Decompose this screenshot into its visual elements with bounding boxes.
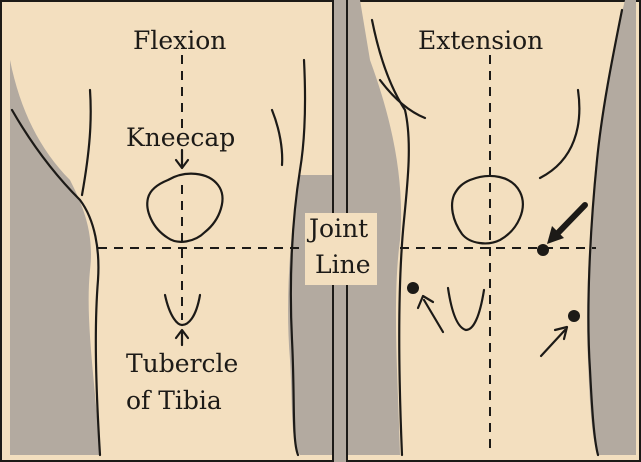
tubercle-label-line1: Tubercle — [126, 350, 238, 378]
joint-label-line2: Line — [315, 251, 371, 279]
tubercle-label-line2: of Tibia — [126, 387, 222, 415]
joint-label-box: Joint Line — [305, 213, 377, 285]
kneecap-label: Kneecap — [126, 124, 235, 152]
joint-label-line1: Joint — [309, 215, 368, 243]
extension-title: Extension — [418, 27, 543, 55]
flexion-title: Flexion — [133, 27, 226, 55]
medial-dot — [407, 282, 419, 294]
joint-line-dot — [537, 244, 549, 256]
lateral-dot — [568, 310, 580, 322]
